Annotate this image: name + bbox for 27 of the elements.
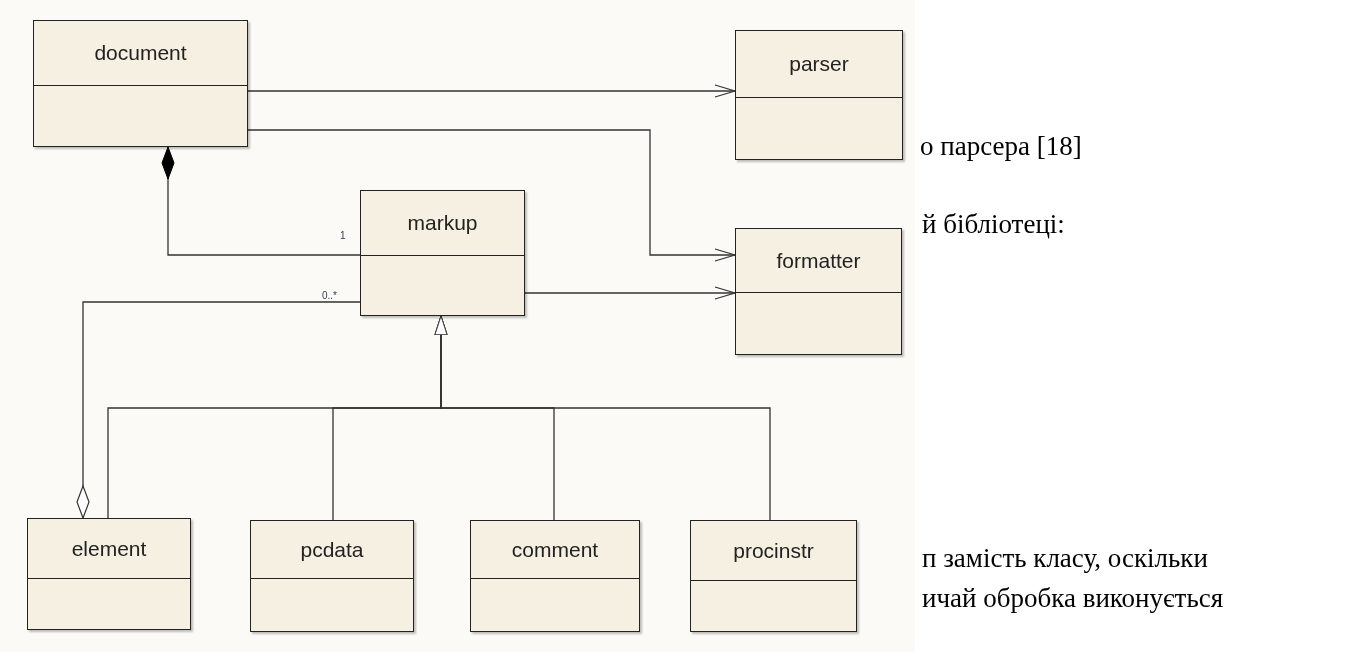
body-text: ичай обробка виконується bbox=[922, 582, 1224, 615]
body-text: й бібліотеці: bbox=[922, 208, 1065, 241]
class-box bbox=[27, 518, 191, 630]
class-box bbox=[470, 520, 640, 632]
class-name: comment bbox=[511, 536, 599, 563]
arrow bbox=[247, 84, 736, 98]
association-line bbox=[76, 301, 361, 519]
class-name: pcdata bbox=[300, 536, 364, 563]
multiplicity-label: 0..* bbox=[322, 289, 337, 303]
class-box bbox=[33, 20, 248, 147]
association-line bbox=[161, 146, 361, 256]
class-name: document bbox=[94, 40, 187, 67]
class-box bbox=[735, 30, 903, 160]
body-text: п замість класу, оскільки bbox=[922, 542, 1208, 575]
class-name: procinstr bbox=[733, 537, 814, 564]
class-name: element bbox=[71, 535, 147, 562]
arrow bbox=[247, 129, 736, 262]
class-box bbox=[360, 190, 525, 316]
arrow bbox=[524, 286, 736, 300]
body-text: о парсера [18] bbox=[920, 130, 1082, 163]
class-box bbox=[735, 228, 902, 355]
multiplicity-label: 1 bbox=[340, 229, 346, 243]
class-box bbox=[250, 520, 414, 632]
class-box bbox=[690, 520, 857, 632]
class-name: parser bbox=[789, 51, 849, 78]
class-name: formatter bbox=[776, 247, 861, 274]
class-name: markup bbox=[407, 210, 478, 237]
